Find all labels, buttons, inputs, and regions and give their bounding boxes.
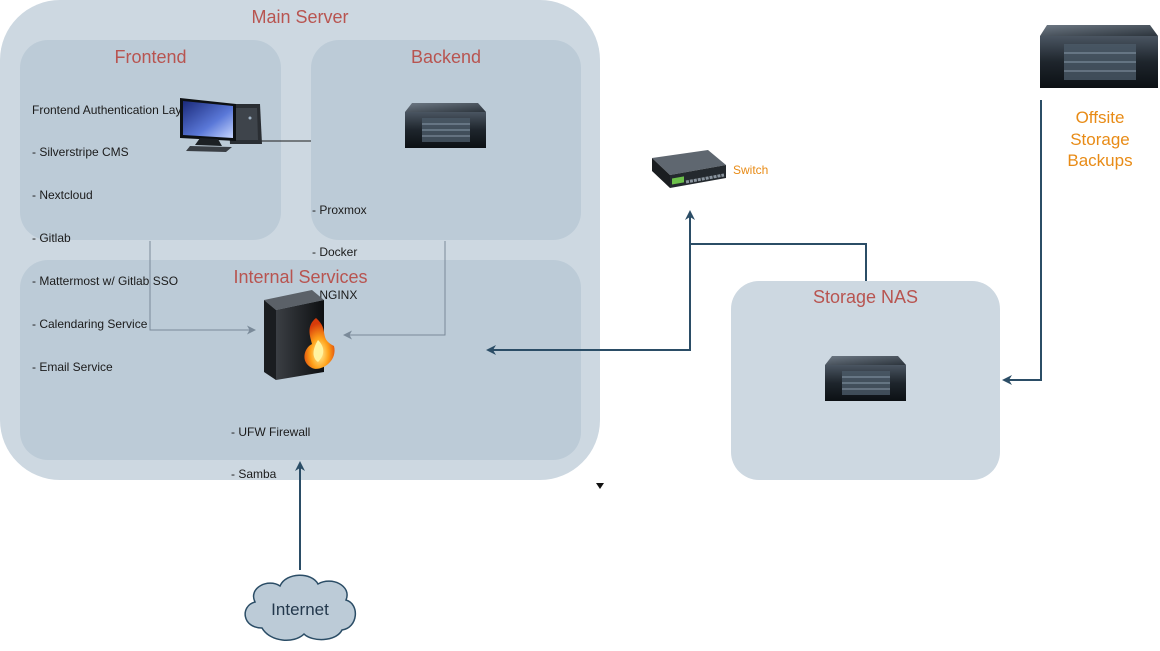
switch-label: Switch: [733, 163, 769, 177]
offsite-label-line: Offsite: [1075, 108, 1125, 127]
backend-list-item: - Proxmox: [312, 202, 367, 217]
backend-server-icon: [405, 103, 486, 148]
frontend-to-internal-arrow: [149, 241, 256, 335]
frontend-list-item: - Calendaring Service: [32, 317, 148, 332]
network-switch-icon: [652, 150, 726, 188]
internal-list-item: - UFW Firewall: [231, 424, 311, 439]
cloud-icon: [244, 574, 356, 641]
offsite-label-line: Backups: [1067, 151, 1133, 170]
backend-services-list: - Proxmox - Docker - NGINX: [312, 174, 367, 317]
frontend-list-item: - Mattermost w/ Gitlab SSO: [32, 274, 179, 289]
frontend-list-item: - Silverstripe CMS: [32, 145, 129, 160]
offsite-to-nas-arrow: [1002, 100, 1042, 385]
offsite-label-line: Storage: [1070, 129, 1130, 149]
frontend-services-list: Frontend Authentication Layer - Silverst…: [32, 74, 192, 389]
main-server-title: Main Server: [251, 7, 349, 27]
frontend-list-item: - Email Service: [32, 359, 113, 374]
internet-label: Internet: [271, 600, 329, 619]
nas-to-switch-arrow: [685, 210, 867, 281]
internal-services-list: - UFW Firewall - Samba: [231, 396, 310, 496]
frontend-list-item: - Nextcloud: [32, 188, 93, 203]
backend-title: Backend: [410, 47, 482, 67]
backend-to-internal-arrow: [343, 241, 446, 340]
offsite-server-icon: [1040, 25, 1158, 88]
storage-nas-title: Storage NAS: [812, 287, 919, 307]
nas-server-icon: [825, 356, 906, 401]
firewall-icon: [264, 290, 335, 380]
internal-services-title: Internal Services: [233, 267, 368, 287]
desktop-computer-icon: [180, 98, 262, 152]
offsite-backups-label: Offsite Storage Backups: [1050, 107, 1150, 172]
internal-list-item: - Samba: [231, 467, 277, 482]
arrowhead-icon: [596, 483, 604, 489]
backend-list-item: - Docker: [312, 245, 358, 260]
switch-to-main-server-arrow: [486, 222, 691, 355]
frontend-list-item: - Gitlab: [32, 231, 71, 246]
frontend-list-item: Frontend Authentication Layer: [32, 102, 193, 117]
frontend-title: Frontend: [114, 47, 187, 67]
